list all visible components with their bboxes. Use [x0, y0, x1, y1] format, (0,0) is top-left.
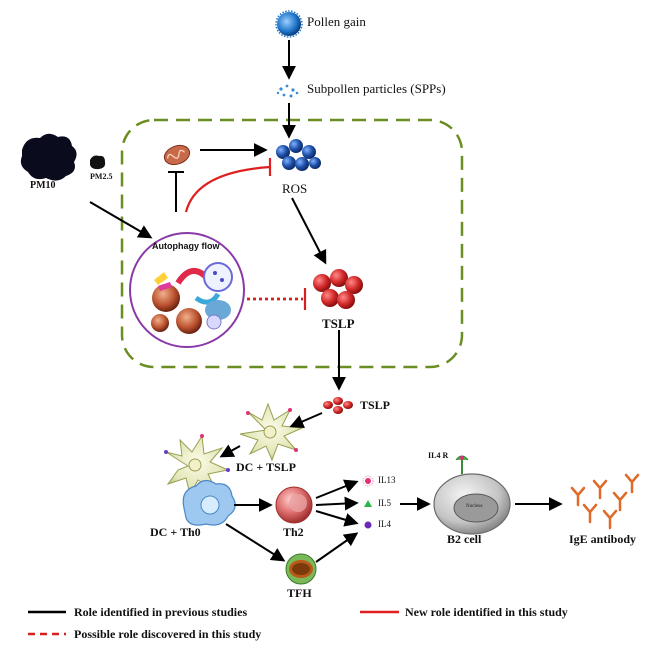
autophagy-label: Autophagy flow [152, 241, 220, 251]
possible-role-inhibition [247, 288, 307, 310]
arrow-th2-il4 [315, 510, 359, 527]
arrow-ros-tslp [291, 197, 327, 265]
arrow-th2-il5 [315, 496, 359, 511]
pollen-grain-icon [275, 10, 303, 38]
il13-icon [362, 475, 374, 487]
tfh-label: TFH [287, 586, 312, 600]
dendritic-cell-2-icon [164, 434, 230, 496]
dendritic-cell-icon [239, 402, 304, 462]
tslp-secreted-label: TSLP [360, 398, 391, 412]
il5-icon [364, 500, 372, 507]
th0-cell-icon [182, 479, 236, 526]
legend-new-text: New role identified in this study [405, 605, 568, 619]
pm25-label: PM2.5 [90, 172, 113, 181]
il5-label: IL5 [378, 498, 391, 508]
dc-th0-label: DC + Th0 [150, 525, 201, 539]
tslp-secreted-icon [323, 397, 353, 414]
il4r-label: IL4 R [428, 451, 449, 460]
arrow-tfh-il4 [315, 532, 359, 563]
th2-label: Th2 [283, 525, 304, 539]
nucleus-label: Nucleus [466, 504, 483, 509]
b2-cell-icon [433, 455, 511, 535]
il13-label: IL13 [378, 475, 396, 485]
arrow-tslp-dc [289, 412, 323, 428]
ros-label: ROS [282, 181, 308, 196]
pm25-particle-icon [90, 155, 106, 170]
pollen-label: Pollen gain [307, 14, 366, 29]
arrow-dc-dc [219, 444, 241, 458]
arrow-th2-il13 [315, 479, 359, 499]
spp-particles-icon [276, 84, 299, 98]
known-arrows [89, 40, 563, 563]
pm10-label: PM10 [30, 180, 56, 191]
ige-antibody-icon [570, 473, 640, 530]
tslp-cell-label: TSLP [322, 316, 355, 331]
ros-cluster-icon [276, 139, 321, 171]
spp-label: Subpollen particles (SPPs) [307, 81, 446, 96]
legend-previous-text: Role identified in previous studies [74, 605, 248, 619]
autophagy-icon [129, 232, 245, 348]
arrow-pm-autophagy [89, 201, 153, 239]
il4-icon [364, 521, 372, 529]
dc-tslp-label: DC + TSLP [236, 460, 296, 474]
mitochondrion-icon [163, 144, 191, 166]
b2-label: B2 cell [447, 532, 482, 546]
legend-possible-text: Possible role discovered in this study [74, 627, 262, 641]
cell-boundary [120, 118, 464, 369]
pm10-particle-icon [20, 133, 77, 181]
new-role-inhibition [184, 158, 272, 213]
th2-cell-icon [275, 486, 313, 524]
arrow-th0-tfh [225, 523, 286, 562]
il4-label: IL4 [378, 519, 391, 529]
ige-label: IgE antibody [569, 532, 637, 546]
tslp-cluster-icon [313, 269, 363, 309]
tfh-cell-icon [285, 553, 317, 585]
